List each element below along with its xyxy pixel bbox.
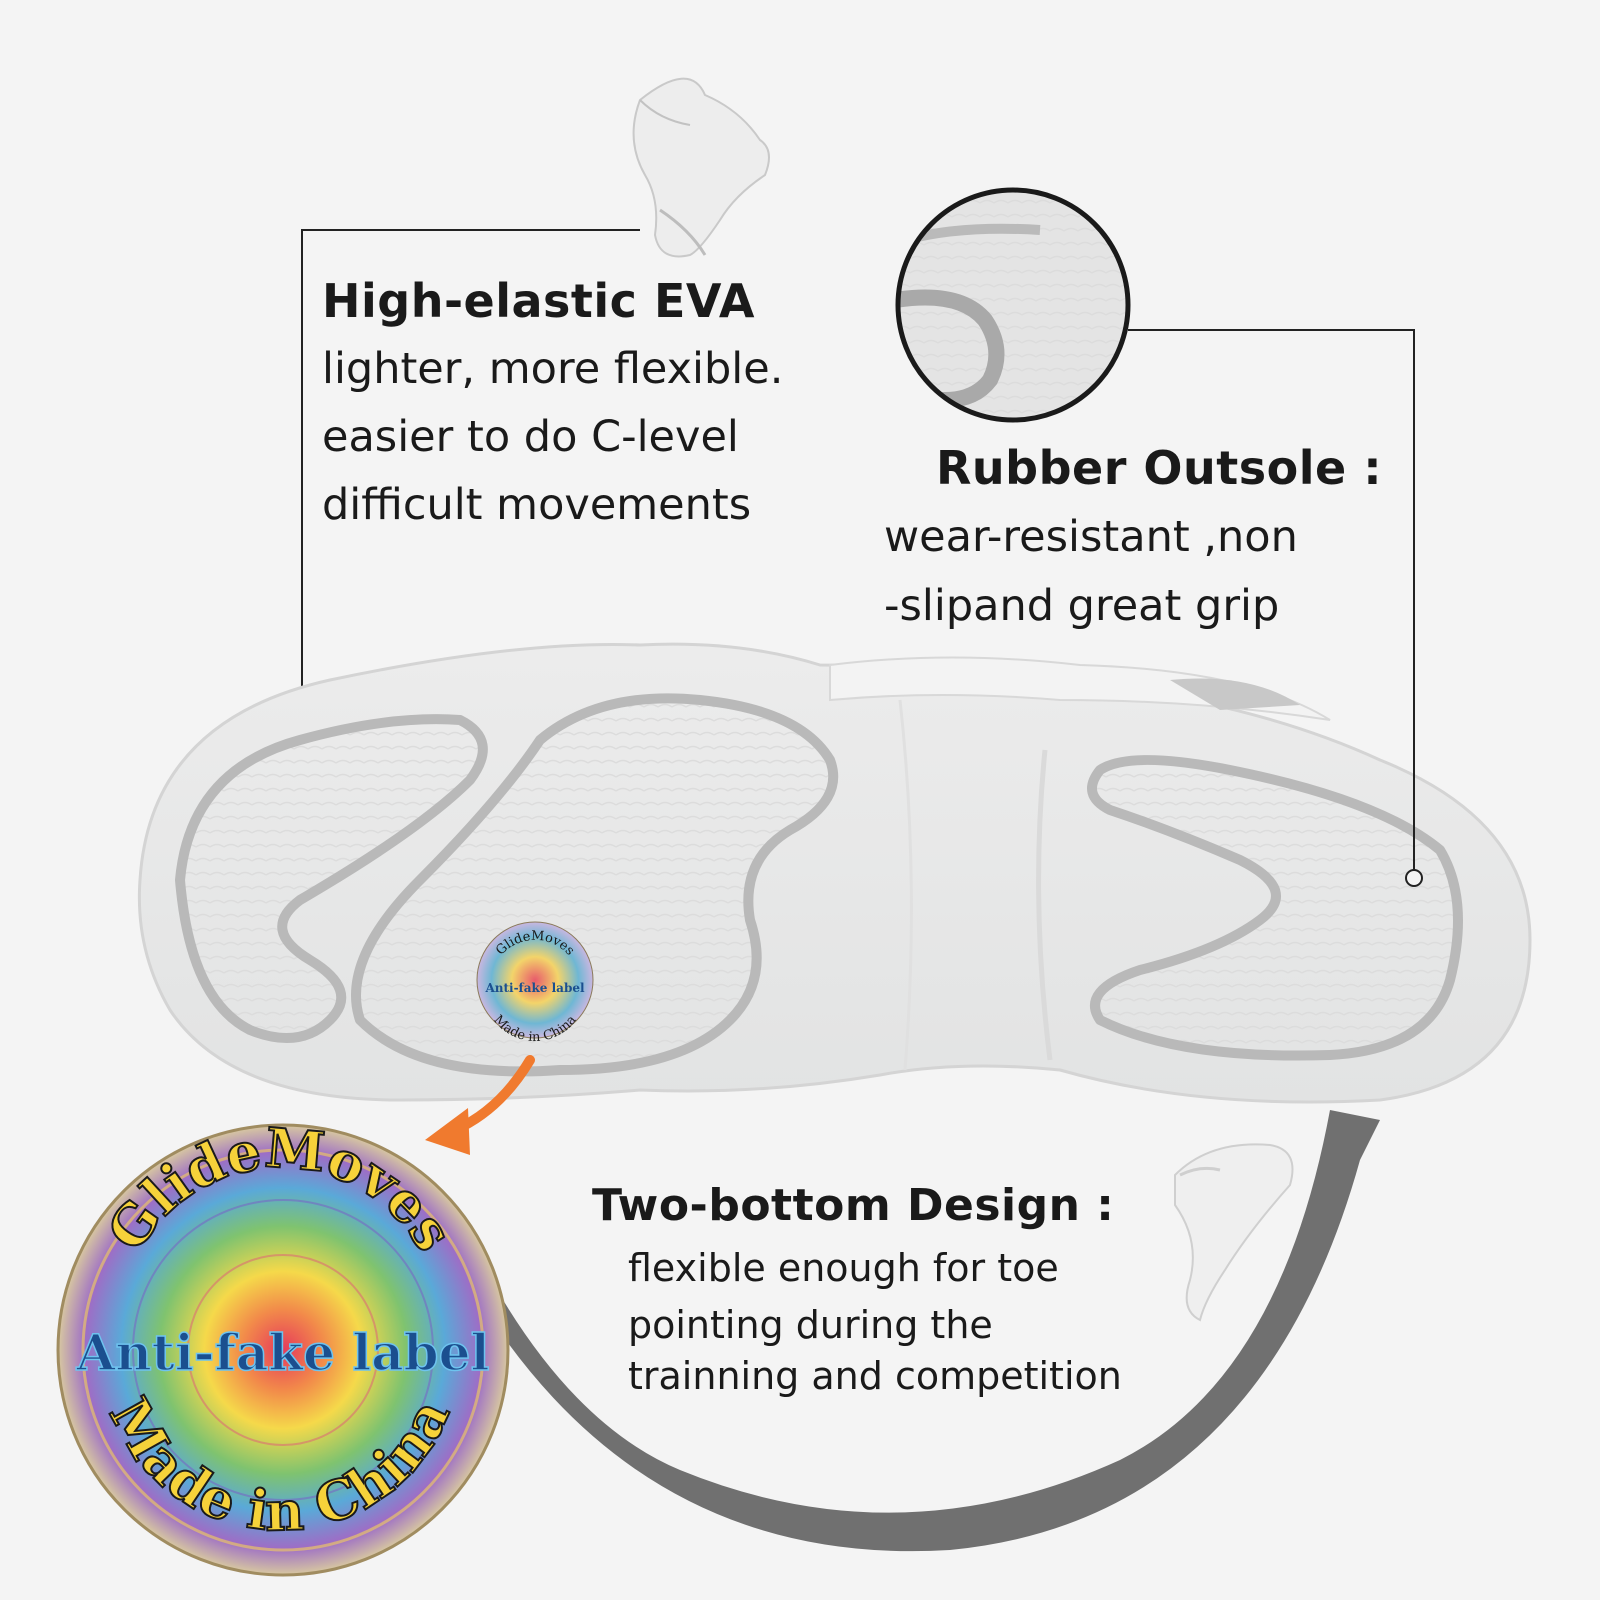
eva-title: High-elastic EVA [322,274,755,328]
anti-fake-label-badge: GlideMoves Anti-fake label Made in China [56,1114,510,1577]
bent-shoe-image [1174,1143,1294,1322]
outsole-title: Rubber Outsole : [936,441,1383,495]
outsole-line: wear-resistant ,non [884,512,1298,562]
eva-line: easier to do C-level [322,412,739,462]
two-bottom-line: pointing during the [628,1303,993,1347]
outsole-callout-line [1128,329,1423,887]
two-bottom-line: trainning and competition [628,1354,1122,1398]
outsole-zoom-circle [895,187,1131,423]
outsole-line: -slipand great grip [884,581,1280,631]
two-bottom-line: flexible enough for toe [628,1246,1059,1290]
eva-line: lighter, more flexible. [322,344,784,394]
orange-arrow-icon [425,1055,535,1155]
two-bottom-title: Two-bottom Design : [592,1180,1115,1231]
eva-line: difficult movements [322,480,752,530]
shoe-sole-image [137,642,1532,1104]
sole-label-sticker: GlideMoves Anti-fake label Made in China [476,921,594,1045]
label-center-text: Anti-fake label [76,1323,490,1382]
sole-label-center: Anti-fake label [484,981,585,995]
pointed-toe-shoe-image [632,77,770,258]
